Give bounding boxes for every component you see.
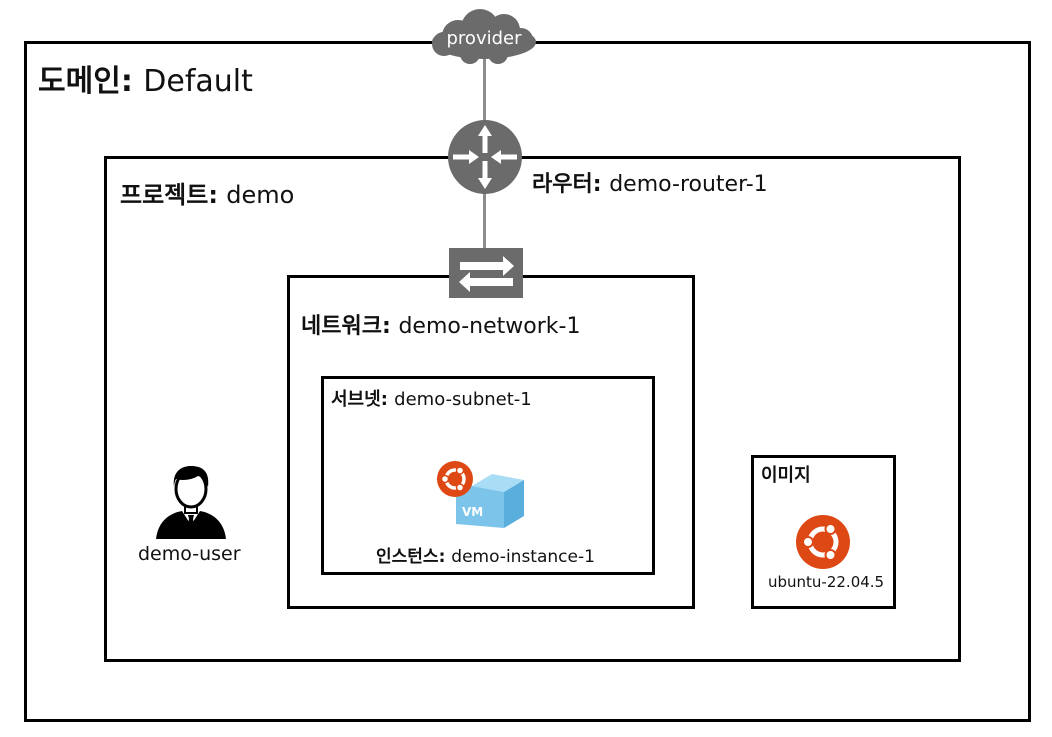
instance[interactable]: VM [436, 460, 528, 534]
instance-sep: : [438, 547, 452, 567]
domain-sep: : [120, 64, 144, 99]
project-key: 프로젝트 [120, 181, 209, 209]
project-value: demo [226, 181, 295, 209]
image-name: ubuntu-22.04.5 [768, 573, 885, 591]
instance-value: demo-instance-1 [451, 547, 595, 567]
domain-value: Default [143, 64, 253, 99]
vm-badge-text: VM [462, 505, 483, 519]
router-value: demo-router-1 [609, 172, 768, 197]
network-title: 네트워크: demo-network-1 [301, 308, 580, 340]
image-ubuntu[interactable] [795, 514, 851, 570]
image-title: 이미지 [761, 461, 811, 487]
project-sep: : [208, 181, 227, 209]
network-key: 네트워크 [301, 314, 382, 339]
router[interactable] [447, 119, 523, 195]
subnet-sep: : [380, 389, 395, 410]
subnet-title: 서브넷: demo-subnet-1 [331, 385, 532, 411]
cloud-icon [432, 9, 536, 64]
vm-cube-icon: VM [456, 474, 524, 528]
instance-key: 인스턴스 [376, 547, 439, 567]
user-name: demo-user [138, 543, 241, 565]
network-value: demo-network-1 [398, 314, 581, 339]
image-box [751, 455, 896, 609]
switch[interactable] [449, 248, 523, 298]
provider-router-link [483, 52, 486, 122]
network-sep: : [381, 314, 399, 339]
instance-title: 인스턴스: demo-instance-1 [376, 542, 595, 567]
image-key: 이미지 [761, 465, 811, 486]
user[interactable] [152, 465, 230, 541]
provider-cloud: provider [428, 8, 540, 66]
provider-label: provider [446, 28, 522, 49]
switch-icon [459, 256, 514, 292]
subnet-value: demo-subnet-1 [394, 389, 532, 410]
user-icon [156, 466, 226, 539]
ubuntu-logo-icon [437, 461, 473, 497]
domain-key: 도메인 [38, 64, 121, 99]
ubuntu-logo-icon [796, 515, 850, 569]
router-title: 라우터: demo-router-1 [532, 166, 768, 198]
subnet-key: 서브넷 [331, 389, 381, 410]
router-key: 라우터 [532, 172, 593, 197]
domain-title: 도메인: Default [38, 56, 253, 100]
router-network-link [483, 192, 486, 250]
router-sep: : [592, 172, 610, 197]
project-title: 프로젝트: demo [120, 175, 294, 210]
subnet-box [321, 376, 655, 575]
router-icon [448, 120, 522, 194]
